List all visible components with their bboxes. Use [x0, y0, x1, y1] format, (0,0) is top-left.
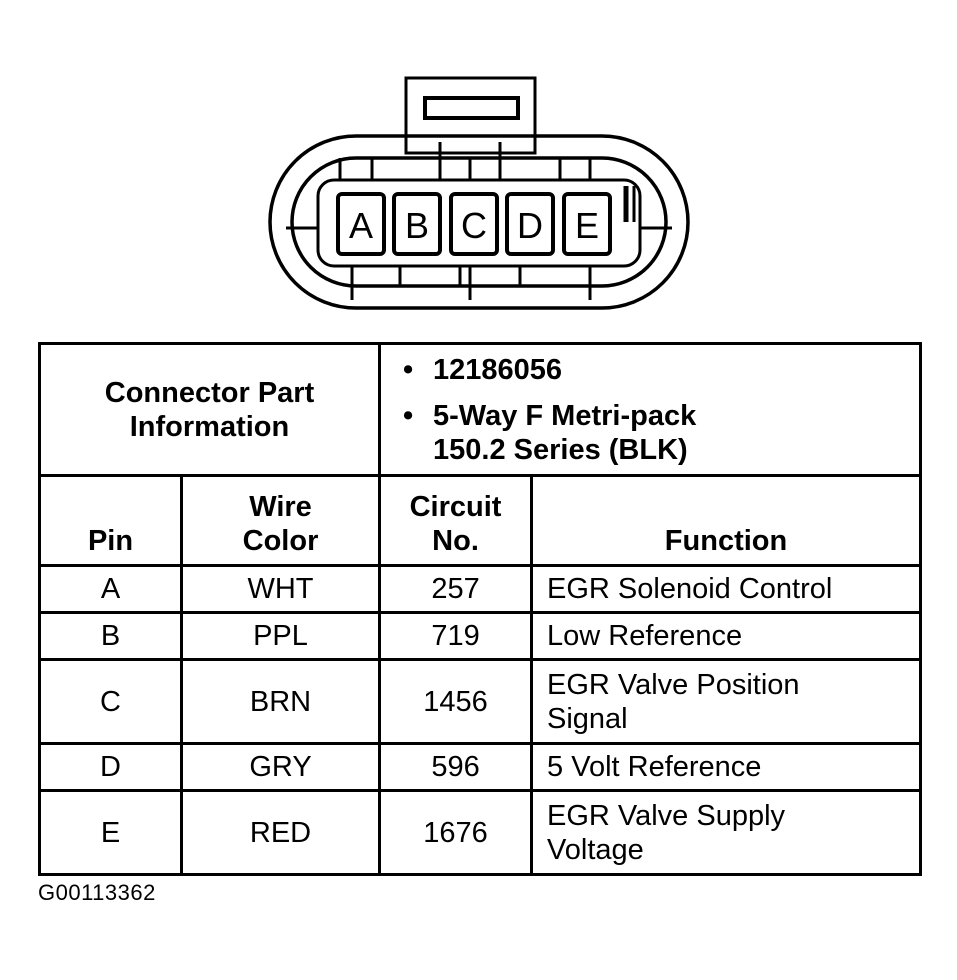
circuit-cell: 596	[378, 742, 534, 792]
part-number-item: • 12186056	[403, 353, 919, 387]
bullet-icon: •	[403, 399, 414, 432]
table-row: E RED 1676 EGR Valve Supply Voltage	[38, 789, 923, 876]
cavity-a	[336, 192, 386, 256]
circuit-cell: 257	[378, 564, 534, 614]
function-line1: EGR Valve Position	[547, 668, 800, 701]
col-header-wire-color-line1: Wire	[249, 491, 312, 523]
cavity-label-b: B	[405, 205, 429, 246]
col-header-function-text: Function	[664, 525, 788, 557]
function-line1: Low Reference	[547, 620, 743, 652]
pin-cell: E	[38, 789, 183, 876]
circuit-cell: 719	[378, 611, 534, 661]
column-header-row: Pin Wire Color Circuit No. Function	[38, 474, 923, 567]
col-header-circuit-line2: No.	[432, 525, 479, 557]
function-cell: 5 Volt Reference	[530, 742, 923, 792]
function-cell: Low Reference	[530, 611, 923, 661]
circuit-cell: 1676	[378, 789, 534, 876]
cavity-e	[562, 192, 612, 256]
part-description-item: • 5-Way F Metri-pack 150.2 Series (BLK)	[403, 399, 919, 467]
function-cell: EGR Valve Position Signal	[530, 658, 923, 745]
col-header-wire-color-line2: Color	[242, 525, 319, 557]
function-cell: EGR Solenoid Control	[530, 564, 923, 614]
pin-cell: A	[38, 564, 183, 614]
wire-color-cell: WHT	[179, 564, 382, 614]
function-cell: EGR Valve Supply Voltage	[530, 789, 923, 876]
pin-cell: D	[38, 742, 183, 792]
cavity-label-e: E	[575, 205, 599, 246]
function-line2: Voltage	[547, 833, 644, 866]
col-header-circuit: Circuit No.	[378, 474, 534, 567]
wire-color-cell: PPL	[179, 611, 382, 661]
function-line1: 5 Volt Reference	[547, 751, 762, 783]
part-info-label: Connector Part Information	[37, 342, 382, 477]
table-row: D GRY 596 5 Volt Reference	[38, 742, 923, 792]
bullet-icon: •	[403, 353, 414, 386]
connector-face-diagram: A B C D E	[268, 76, 690, 310]
col-header-pin-text: Pin	[87, 525, 134, 557]
part-info-values: • 12186056 • 5-Way F Metri-pack 150.2 Se…	[378, 342, 923, 477]
pin-cell: B	[38, 611, 183, 661]
function-line1: EGR Solenoid Control	[547, 573, 833, 605]
circuit-cell: 1456	[378, 658, 534, 745]
table-row: B PPL 719 Low Reference	[38, 611, 923, 661]
part-description-line1: 5-Way F Metri-pack	[433, 399, 697, 432]
figure-id: G00113362	[38, 880, 156, 905]
pin-cell: C	[38, 658, 183, 745]
part-info-row: Connector Part Information • 12186056 • …	[37, 342, 923, 477]
cavity-d	[505, 192, 555, 256]
function-line2: Signal	[547, 702, 628, 735]
part-description-line2: 150.2 Series (BLK)	[433, 433, 688, 466]
col-header-wire-color: Wire Color	[179, 474, 382, 567]
col-header-pin: Pin	[38, 474, 183, 567]
cavity-label-a: A	[349, 205, 373, 246]
function-line1: EGR Valve Supply	[547, 799, 786, 832]
wire-color-cell: BRN	[179, 658, 382, 745]
col-header-function: Function	[530, 474, 923, 567]
wire-color-cell: RED	[179, 789, 382, 876]
part-number: 12186056	[433, 353, 563, 386]
cavity-label-c: C	[461, 205, 487, 246]
cavity-b	[392, 192, 442, 256]
cavity-c	[449, 192, 499, 256]
wire-color-cell: GRY	[179, 742, 382, 792]
table-row: A WHT 257 EGR Solenoid Control	[38, 564, 923, 614]
part-info-label-line1: Connector Part	[104, 376, 315, 409]
cavity-label-d: D	[517, 205, 543, 246]
part-info-label-line2: Information	[129, 410, 290, 443]
pinout-table: Connector Part Information • 12186056 • …	[37, 342, 923, 876]
table-row: C BRN 1456 EGR Valve Position Signal	[38, 658, 923, 745]
col-header-circuit-line1: Circuit	[409, 491, 502, 523]
